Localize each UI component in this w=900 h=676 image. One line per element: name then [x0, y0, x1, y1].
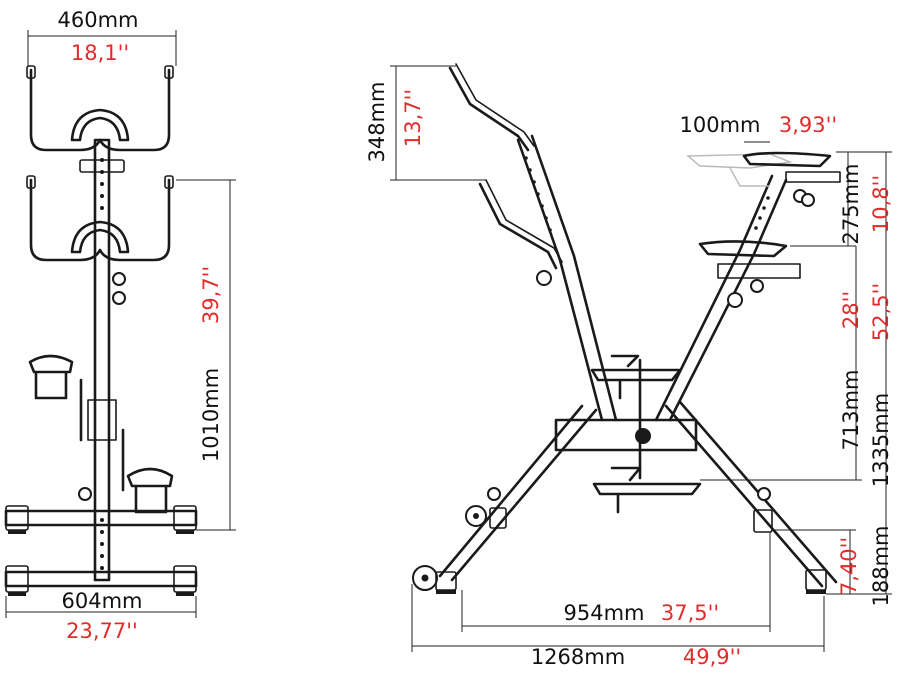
side-foot-rear-upper [753, 509, 773, 533]
label-1335mm: 1335mm [869, 393, 893, 487]
front-knob-1 [112, 272, 126, 286]
grip-left-upper [26, 65, 36, 79]
front-handle-lower-loop [70, 220, 130, 254]
side-pad-front [436, 590, 456, 594]
front-clamp [79, 159, 125, 173]
front-foot-lower-right [173, 565, 197, 593]
side-saddle-lower-rail [717, 263, 801, 279]
label-10-8in: 10,8'' [869, 175, 893, 233]
label-188mm: 188mm [869, 526, 893, 607]
label-23-77in: 23,77'' [66, 619, 138, 643]
side-saddle-ghost [686, 153, 793, 187]
front-foot-lower-left [5, 565, 29, 593]
side-pad-rear [806, 590, 826, 594]
label-49-9in: 49,9'' [683, 645, 741, 669]
grip-left-lower [26, 175, 36, 189]
side-view: 348mm 13,7'' 100mm 3,93'' 275mm 10,8'' 2… [365, 63, 893, 669]
front-pad-lower-left [8, 592, 26, 596]
front-base-upper [4, 509, 198, 527]
side-front-column-holes [524, 156, 552, 232]
label-460mm: 460mm [58, 8, 139, 32]
front-pad-lower-right [176, 592, 194, 596]
front-foot-upper-left [5, 505, 29, 531]
label-39-7in: 39,7'' [199, 266, 223, 324]
label-604mm: 604mm [62, 589, 143, 613]
label-954mm: 954mm [564, 601, 645, 625]
grip-right-lower [164, 175, 174, 189]
side-knob-leg-front [487, 487, 501, 501]
front-handle-upper-loop [70, 108, 130, 142]
label-348mm: 348mm [365, 82, 389, 163]
grip-right-upper [164, 65, 174, 79]
label-3-93in: 3,93'' [779, 113, 837, 137]
front-column [93, 138, 111, 582]
label-275mm: 275mm [839, 164, 863, 245]
front-knob-3 [78, 487, 92, 501]
label-28in: 28'' [839, 291, 863, 329]
label-52-5in: 52,5'' [869, 283, 893, 341]
side-front-column [516, 134, 618, 422]
side-handlebar-upper-inner [455, 63, 535, 147]
side-rear-column-holes [754, 196, 770, 230]
label-7-40in: 7,40'' [837, 537, 861, 595]
side-handlebar-upper [448, 66, 530, 152]
label-37-5in: 37,5'' [661, 601, 719, 625]
front-pad-upper-right [176, 530, 194, 534]
front-handlebar-lower [29, 178, 171, 262]
side-foot-front-lower [435, 571, 457, 591]
side-knob-leg-rear [757, 487, 771, 501]
label-1010mm: 1010mm [199, 368, 223, 462]
front-pedal-left [28, 354, 74, 400]
front-view: 460mm 18,1'' 1010mm 39,7'' 604mm 23,77'' [4, 8, 236, 643]
label-18-1in: 18,1'' [71, 41, 129, 65]
front-pedal-right [126, 467, 174, 514]
front-knob-2 [112, 291, 126, 305]
front-column-holes [100, 158, 104, 570]
side-saddle-upper-rail [785, 171, 841, 183]
side-pedal-lower [592, 466, 702, 514]
side-knob-saddle-2 [801, 193, 815, 207]
side-leg-front [438, 404, 598, 582]
side-knob-seatpost [727, 292, 743, 308]
front-foot-upper-right [173, 505, 197, 531]
side-foot-front-upper [489, 507, 507, 529]
side-rear-column [654, 174, 788, 422]
side-central-box [554, 418, 698, 452]
label-13-7in: 13,7'' [401, 89, 425, 147]
side-saddle-upper [742, 151, 832, 168]
side-crank-hub [635, 428, 651, 444]
label-1268mm: 1268mm [531, 645, 625, 669]
side-saddle-lower [698, 240, 788, 258]
label-713mm: 713mm [839, 370, 863, 451]
side-knob-saddle-3 [750, 279, 764, 293]
side-pedal-upper [590, 354, 682, 400]
label-100mm: 100mm [680, 113, 761, 137]
side-handlebar-lower [478, 182, 558, 270]
front-crank-housing [87, 399, 117, 441]
side-knob-front [536, 270, 552, 286]
front-pad-upper-left [8, 530, 26, 534]
